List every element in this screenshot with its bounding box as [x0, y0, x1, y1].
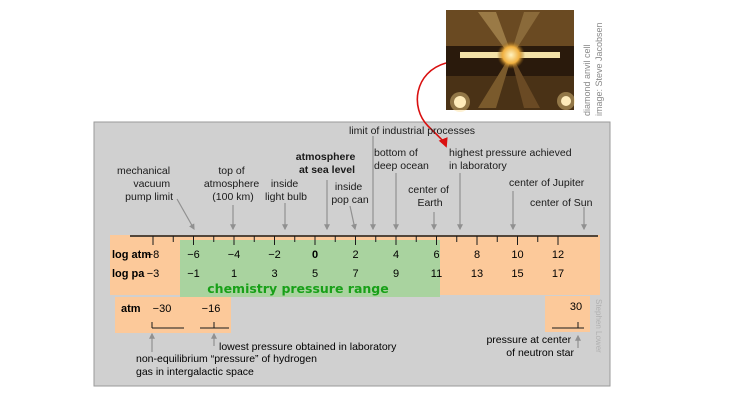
atm-tick-label: −4	[228, 249, 241, 261]
log-pa-label: log pa	[112, 268, 145, 280]
low-box-value-minus30: −30	[153, 303, 172, 315]
label-pop-can: inside pop can	[331, 181, 369, 206]
low-box-value-minus16: −16	[202, 303, 221, 315]
photo-credit: diamond anvil cell image: Steve Jacobsen	[582, 6, 610, 118]
label-hydrogen: non-equilibrium “pressure” of hydrogen g…	[136, 353, 320, 378]
pa-tick-label: 9	[393, 268, 399, 280]
annotation-arrows	[149, 136, 587, 352]
photo-credit-line2: image: Steve Jacobsen	[594, 22, 604, 116]
low-box-tick-marks	[151, 322, 229, 329]
pa-tick-label: 17	[552, 268, 564, 280]
pa-tick-label: −3	[147, 268, 160, 280]
photo-credit-line1: diamond anvil cell	[582, 44, 592, 116]
diamond-anvil-photo	[446, 10, 575, 112]
label-mechanical-vacuum: mechanical vacuum pump limit	[117, 165, 173, 203]
label-sea-level: atmosphere at sea level	[296, 151, 358, 176]
label-lowest-lab: lowest pressure obtained in laboratory	[219, 341, 397, 353]
pa-tick-label: 11	[431, 268, 442, 280]
label-center-earth: center of Earth	[408, 184, 452, 209]
red-photo-link-arrow	[416, 62, 448, 148]
atm-tick-labels: −8 −6 −4 −2 0 2 4 6 8 10 12	[147, 249, 564, 261]
atm-tick-label: 2	[352, 249, 358, 261]
pa-tick-label: 5	[312, 268, 318, 280]
low-pressure-box	[115, 297, 231, 333]
atm-tick-label: 4	[393, 249, 399, 261]
label-light-bulb: inside light bulb	[265, 178, 307, 203]
label-sun: center of Sun	[530, 197, 593, 209]
label-highest-lab: highest pressure achieved in laboratory	[449, 147, 575, 172]
atm-tick-label: 10	[511, 249, 523, 261]
high-pressure-box	[545, 296, 590, 332]
atm-tick-label: 8	[474, 249, 480, 261]
atm-tick-label: −2	[268, 249, 281, 261]
label-deep-ocean: bottom of deep ocean	[374, 147, 429, 172]
arrow-mechanical	[176, 198, 195, 231]
arrow-pop-can	[349, 205, 357, 231]
pa-tick-label: −1	[187, 268, 200, 280]
atm-tick-label: −8	[147, 249, 160, 261]
log-atm-label: log atm	[112, 249, 151, 261]
high-box-value-30: 30	[570, 301, 582, 313]
pa-tick-label: 1	[231, 268, 237, 280]
chemistry-range-region	[180, 240, 440, 297]
scale-ticks	[152, 236, 559, 245]
atm-tick-label: −6	[187, 249, 200, 261]
atm-tick-label: 6	[433, 249, 439, 261]
pa-tick-label: 3	[271, 268, 277, 280]
label-jupiter: center of Jupiter	[509, 177, 585, 189]
label-neutron-star: pressure at center of neutron star	[486, 334, 574, 359]
low-box-atm-label: atm	[121, 303, 141, 315]
high-box-tick-marks	[552, 322, 584, 329]
label-industrial-limit: limit of industrial processes	[349, 125, 475, 137]
atm-tick-label: 0	[312, 249, 318, 261]
author-credit: Stephen Lower	[594, 299, 603, 353]
pa-tick-label: 15	[511, 268, 523, 280]
pa-tick-label: 13	[471, 268, 483, 280]
pa-tick-label: 7	[352, 268, 358, 280]
atm-tick-label: 12	[552, 249, 564, 261]
label-top-atmosphere: top of atmosphere (100 km)	[204, 165, 262, 203]
chemistry-range-label: chemistry pressure range	[207, 281, 388, 296]
